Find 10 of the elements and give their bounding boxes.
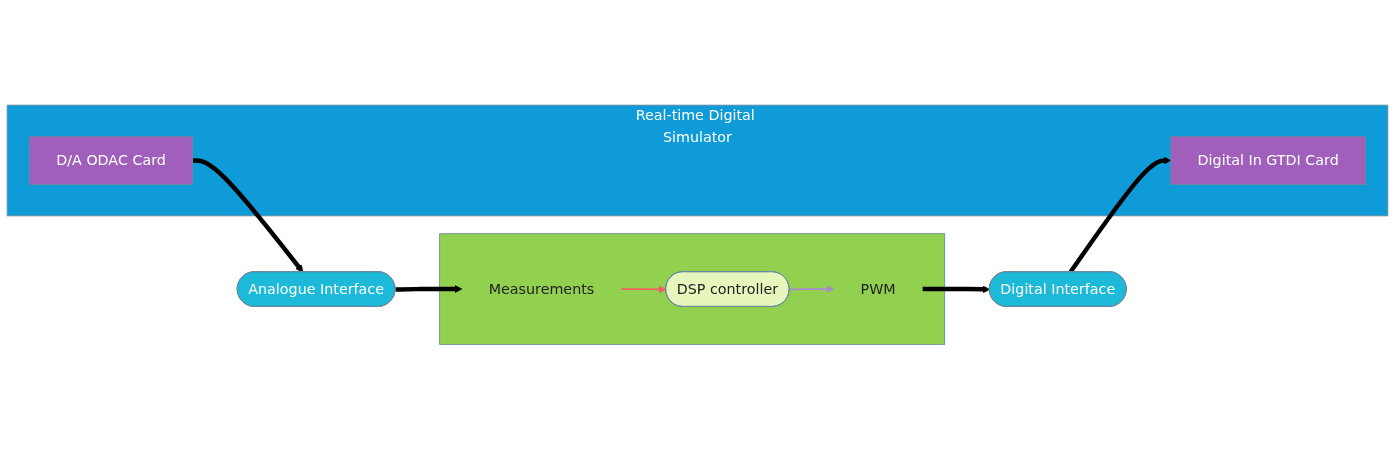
arrow	[395, 284, 463, 293]
node-text: Measurements	[488, 279, 595, 297]
cluster	[439, 233, 946, 345]
arrow	[620, 285, 667, 293]
node-box: D/A ODAC Card	[29, 135, 194, 185]
arrow	[788, 284, 835, 293]
node-box: Digital In GTDI Card	[1170, 135, 1366, 185]
arrow	[922, 285, 991, 293]
arrow	[192, 158, 304, 273]
node-text: PWM	[860, 279, 896, 297]
